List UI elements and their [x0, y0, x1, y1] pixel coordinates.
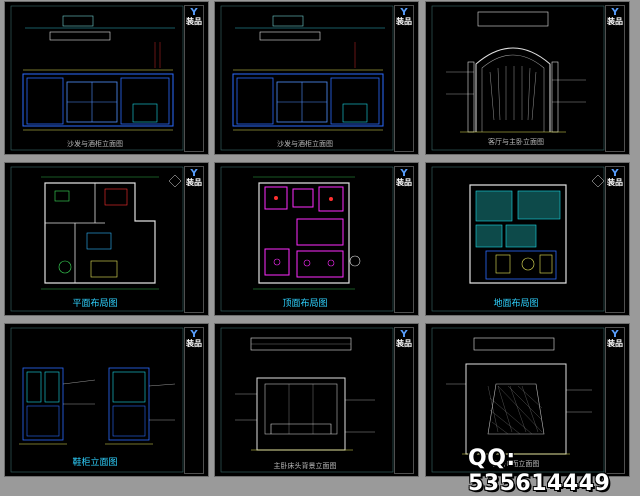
- sheet-title: 客厅与主卧立面图: [488, 138, 544, 146]
- sheet-title: 平面布局图: [72, 299, 118, 309]
- shoe-cabinet-elevation: [10, 327, 184, 473]
- sheet-title: 地面布局图: [493, 299, 539, 309]
- sheet-title: 鞋柜立面图: [72, 458, 118, 468]
- floor-plan-drawing: [10, 166, 184, 312]
- bedhead-elevation: [220, 327, 394, 473]
- sheet-title: 主卧B面立面图: [492, 460, 540, 468]
- elevation-drawing-1: [10, 5, 184, 151]
- sheet-title: 顶面布局图: [282, 299, 328, 309]
- floor-finish-drawing: [431, 166, 605, 312]
- sheet-title: 主卧床头背景立面图: [273, 462, 337, 470]
- sheet-title: 沙发与酒柜立面图: [67, 140, 123, 148]
- elevation-drawing-2: [220, 5, 394, 151]
- qq-watermark: QQ: 535614449: [468, 446, 611, 496]
- elevation-drawing-3: [431, 5, 605, 151]
- bedroom-b-elevation: [431, 327, 605, 473]
- sheet-title: 沙发与酒柜立面图: [277, 140, 333, 148]
- ceiling-plan-drawing: [220, 166, 394, 312]
